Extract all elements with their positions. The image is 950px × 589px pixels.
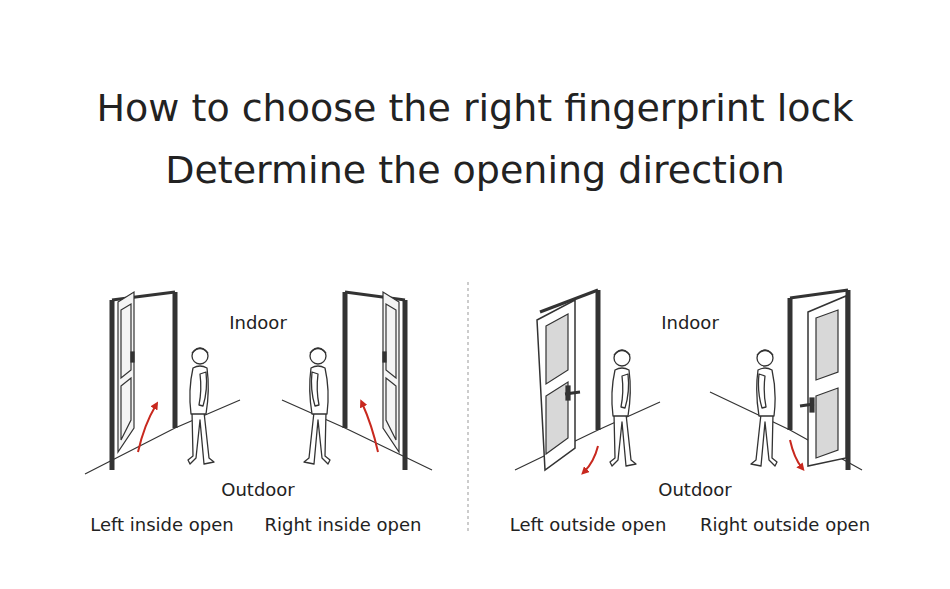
area-label: Outdoor [658, 479, 732, 501]
caption-label: Left outside open [510, 514, 667, 536]
subtitle: Determine the opening direction [165, 148, 785, 194]
area-label: Outdoor [221, 479, 295, 501]
title: How to choose the right fingerprint lock [97, 86, 854, 132]
caption-label: Left inside open [90, 514, 234, 536]
area-label: Indoor [229, 312, 287, 334]
caption-label: Right outside open [700, 514, 870, 536]
area-label: Indoor [661, 312, 719, 334]
caption-label: Right inside open [264, 514, 421, 536]
